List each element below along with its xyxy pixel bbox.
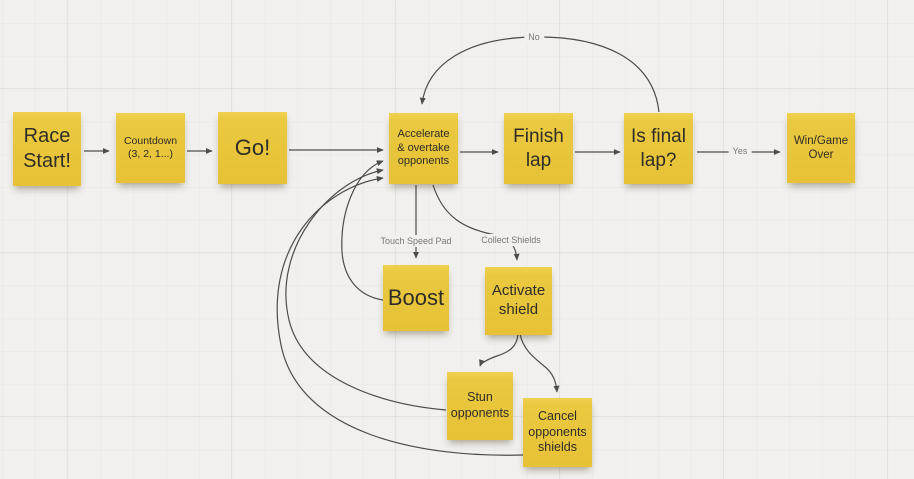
edge-label-touch-speed-pad[interactable]: Touch Speed Pad: [376, 235, 456, 247]
connector-collect-shields[interactable]: [432, 184, 520, 261]
sticky-note-finish-lap[interactable]: Finish lap: [504, 113, 573, 184]
connector-cancel-loop[interactable]: [276, 175, 524, 456]
sticky-note-go[interactable]: Go!: [218, 112, 287, 184]
connector-boost-loop[interactable]: [341, 160, 384, 301]
sticky-note-cancel-opponents-shields[interactable]: Cancel opponents shields: [523, 398, 592, 467]
connector-no-loop[interactable]: [419, 36, 660, 113]
sticky-note-win-game-over[interactable]: Win/Game Over: [787, 113, 855, 183]
sticky-note-is-final-lap[interactable]: Is final lap?: [624, 113, 693, 184]
edge-label-no[interactable]: No: [524, 31, 544, 43]
connector-stun-loop[interactable]: [285, 168, 447, 411]
sticky-note-accelerate-overtake[interactable]: Accelerate & overtake opponents: [389, 113, 458, 184]
sticky-note-stun-opponents[interactable]: Stun opponents: [447, 372, 513, 440]
edge-label-yes[interactable]: Yes: [728, 145, 752, 157]
connector-activate-cancel[interactable]: [519, 333, 560, 393]
sticky-note-activate-shield[interactable]: Activate shield: [485, 267, 552, 335]
sticky-note-countdown[interactable]: Countdown (3, 2, 1...): [116, 113, 185, 183]
sticky-note-boost[interactable]: Boost: [383, 265, 449, 331]
sticky-note-race-start[interactable]: Race Start!: [13, 112, 81, 186]
edge-label-collect-shields[interactable]: Collect Shields: [477, 234, 545, 246]
connector-activate-stun[interactable]: [479, 333, 519, 367]
